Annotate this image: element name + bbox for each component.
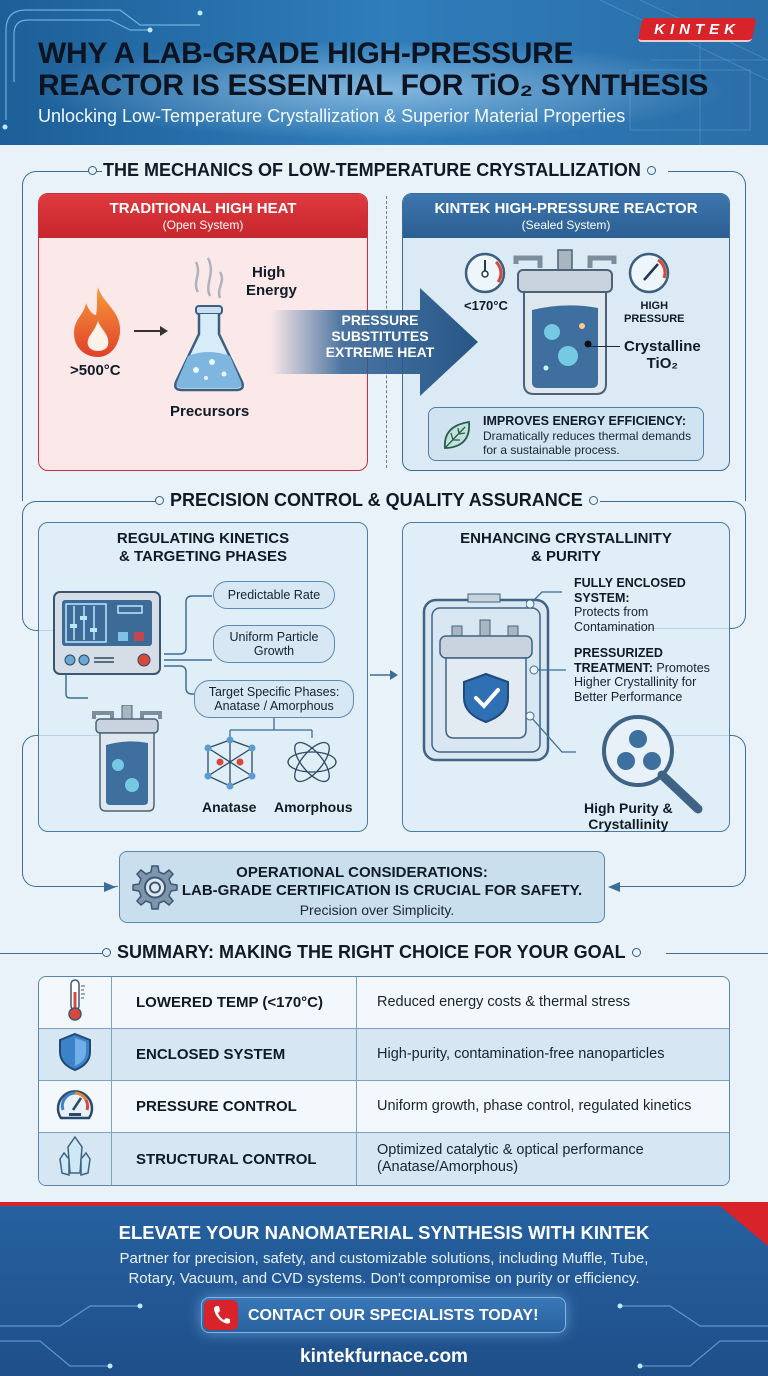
section-heading-precision: PRECISION CONTROL & QUALITY ASSURANCE <box>155 490 598 511</box>
table-row: STRUCTURAL CONTROL Optimized catalytic &… <box>39 1133 729 1185</box>
summary-benefit: Optimized catalytic & optical performanc… <box>357 1133 729 1185</box>
pill-predictable-rate: Predictable Rate <box>213 581 335 609</box>
flame-icon <box>74 287 121 357</box>
footer-title: ELEVATE YOUR NANOMATERIAL SYNTHESIS WITH… <box>118 1222 650 1243</box>
high-purity-label: High Purity & Crystallinity <box>584 800 673 832</box>
table-row: LOWERED TEMP (<170°C) Reduced energy cos… <box>39 977 729 1029</box>
header-banner: WHY A LAB-GRADE HIGH-PRESSURE REACTOR IS… <box>0 0 768 145</box>
section-heading-summary: SUMMARY: MAKING THE RIGHT CHOICE FOR YOU… <box>102 942 641 963</box>
summary-benefit: Uniform growth, phase control, regulated… <box>357 1081 729 1133</box>
leaf-icon <box>444 420 470 449</box>
purity-title: ENHANCING CRYSTALLINITY & PURITY <box>460 530 672 565</box>
pill-uniform-growth: Uniform Particle Growth <box>213 625 335 663</box>
phone-icon <box>204 1300 238 1330</box>
feature-1-title: FULLY ENCLOSED SYSTEM: <box>574 576 686 605</box>
control-panel-icon <box>53 591 161 699</box>
pressure-gauge-icon <box>628 252 670 294</box>
crystalline-tio2-label: Crystalline TiO₂ <box>624 338 701 372</box>
pressure-arrow-icon <box>270 288 478 396</box>
title-line-2: REACTOR IS ESSENTIAL FOR TiO₂ SYNTHESIS <box>38 69 709 102</box>
kintek-logo: KINTEK <box>637 18 757 42</box>
energy-efficiency-callout: IMPROVES ENERGY EFFICIENCY: Dramatically… <box>428 407 704 461</box>
summary-table: LOWERED TEMP (<170°C) Reduced energy cos… <box>38 976 730 1186</box>
arrow-right-icon <box>104 882 116 892</box>
operational-considerations-box: OPERATIONAL CONSIDERATIONS: LAB-GRADE CE… <box>119 851 605 923</box>
connector-line <box>0 953 102 954</box>
reactor-panel-header: KINTEK HIGH-PRESSURE REACTOR (Sealed Sys… <box>403 194 729 238</box>
summary-feature: PRESSURE CONTROL <box>112 1081 357 1133</box>
feature-2-title: PRESSURIZED TREATMENT: <box>574 646 663 675</box>
pressure-gauge-icon <box>56 1090 94 1120</box>
connector-line <box>668 171 746 501</box>
magnifier-icon <box>602 715 703 814</box>
mini-reactor-icon <box>92 705 162 812</box>
kinetics-title: REGULATING KINETICS & TARGETING PHASES <box>116 530 290 565</box>
traditional-panel-header: TRADITIONAL HIGH HEAT (Open System) <box>39 194 367 238</box>
phase-structures-icon <box>204 718 337 790</box>
thermometer-icon <box>68 979 85 1021</box>
gear-icon <box>132 865 178 910</box>
arrow-right-icon <box>370 670 398 680</box>
circuit-decoration <box>0 1206 768 1369</box>
flask-icon <box>174 257 244 392</box>
footer-description: Partner for precision, safety, and custo… <box>119 1250 649 1287</box>
website-link[interactable]: kintekfurnace.com <box>300 1346 468 1367</box>
feature-enclosed-system: FULLY ENCLOSED SYSTEM: Protects from Con… <box>574 576 724 634</box>
summary-benefit: High-purity, contamination-free nanopart… <box>357 1029 729 1081</box>
reactor-vessel-icon <box>513 249 617 395</box>
reactor-subtitle: (Sealed System) <box>521 218 611 232</box>
connector-lines <box>164 595 212 695</box>
summary-feature: LOWERED TEMP (<170°C) <box>112 977 357 1029</box>
crystal-icon <box>59 1135 91 1176</box>
section-heading-mechanics: THE MECHANICS OF LOW-TEMPERATURE CRYSTAL… <box>88 160 656 181</box>
reactor-temp: <170°C <box>464 298 508 313</box>
feature-1-desc: Protects from Contamination <box>574 605 655 634</box>
footer-cta-banner: ELEVATE YOUR NANOMATERIAL SYNTHESIS WITH… <box>0 1202 768 1376</box>
enclosed-reactor-icon <box>422 593 550 762</box>
summary-feature: STRUCTURAL CONTROL <box>112 1133 357 1185</box>
feature-pressurized-treatment: PRESSURIZED TREATMENT: Promotes Higher C… <box>574 646 724 704</box>
page-title: WHY A LAB-GRADE HIGH-PRESSURE REACTOR IS… <box>38 38 708 102</box>
traditional-temp: >500°C <box>70 362 121 379</box>
efficiency-desc: Dramatically reduces thermal demands for… <box>483 429 692 457</box>
connector-line <box>666 953 768 954</box>
pointer-line <box>590 346 620 347</box>
connector-line <box>22 171 102 501</box>
high-energy-label: High Energy <box>246 264 297 299</box>
precursors-label: Precursors <box>170 403 250 420</box>
reactor-title: KINTEK HIGH-PRESSURE REACTOR <box>434 200 698 217</box>
traditional-title: TRADITIONAL HIGH HEAT <box>109 200 297 217</box>
callout-lines <box>526 591 576 753</box>
kinetics-panel <box>38 522 368 832</box>
operational-note: Precision over Simplicity. <box>299 902 455 918</box>
amorphous-label: Amorphous <box>274 799 353 815</box>
pressure-substitutes-heat-label: PRESSURE SUBSTITUTES EXTREME HEAT <box>325 312 435 360</box>
summary-feature: ENCLOSED SYSTEM <box>112 1029 357 1081</box>
cta-label: CONTACT OUR SPECIALISTS TODAY! <box>248 1307 539 1324</box>
summary-benefit: Reduced energy costs & thermal stress <box>357 977 729 1029</box>
arrow-left-icon <box>608 882 620 892</box>
traditional-subtitle: (Open System) <box>162 218 244 232</box>
arrow-right-icon <box>134 326 168 336</box>
operational-emphasis: LAB-GRADE CERTIFICATION IS CRUCIAL FOR S… <box>181 882 583 899</box>
title-line-1: WHY A LAB-GRADE HIGH-PRESSURE <box>38 37 574 70</box>
table-row: PRESSURE CONTROL Uniform growth, phase c… <box>39 1081 729 1133</box>
page-subtitle: Unlocking Low-Temperature Crystallizatio… <box>38 106 626 126</box>
shield-icon <box>59 1032 91 1072</box>
anatase-label: Anatase <box>202 799 257 815</box>
pill-target-phases: Target Specific Phases: Anatase / Amorph… <box>194 680 354 718</box>
high-pressure-label: HIGH PRESSURE <box>624 300 685 325</box>
feature-2-desc: Promotes Higher Crystallinity for Better… <box>574 660 710 704</box>
efficiency-title: IMPROVES ENERGY EFFICIENCY: <box>483 414 687 428</box>
contact-specialists-button[interactable]: CONTACT OUR SPECIALISTS TODAY! <box>201 1297 566 1333</box>
operational-title: OPERATIONAL CONSIDERATIONS: <box>236 864 488 881</box>
temperature-gauge-icon <box>464 252 506 294</box>
table-row: ENCLOSED SYSTEM High-purity, contaminati… <box>39 1029 729 1081</box>
